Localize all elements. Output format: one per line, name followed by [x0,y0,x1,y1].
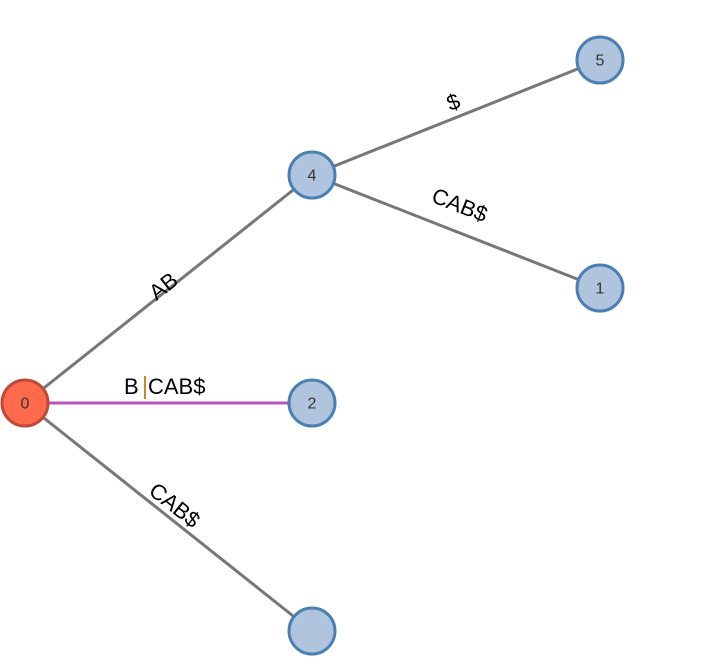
edge-label-CAB-dollar-4-1: CAB$ [428,183,491,227]
node-label: 5 [596,53,605,70]
node-circle[interactable] [575,35,625,85]
edge-0-3 [24,401,313,633]
node-label: 2 [308,396,317,413]
node-4[interactable]: 4 [287,150,337,200]
node-circle[interactable] [575,263,625,313]
edges-group [24,58,601,633]
node-circle[interactable] [287,150,337,200]
edge-label-after-cursor: CAB$ [148,374,205,399]
node-label: 4 [308,168,317,185]
edge-label-AB: AB [144,267,183,305]
node-circle[interactable] [0,378,50,428]
node-circle[interactable] [287,606,337,656]
node-5[interactable]: 5 [575,35,625,85]
node-circle[interactable] [287,378,337,428]
node-unlabeled[interactable] [287,606,337,656]
edge-label-before-cursor: B [124,374,139,399]
nodes-group: 0 4 5 1 2 [0,35,625,656]
node-2[interactable]: 2 [287,378,337,428]
node-label: 1 [596,281,605,298]
node-label: 0 [21,396,30,413]
node-1[interactable]: 1 [575,263,625,313]
edge-0-4 [24,173,313,405]
edge-label-active: B CAB$ [124,374,205,399]
node-0-root[interactable]: 0 [0,378,50,428]
edge-4-1 [311,173,601,290]
edge-label-dollar: $ [443,88,464,116]
edge-4-5 [311,58,601,177]
